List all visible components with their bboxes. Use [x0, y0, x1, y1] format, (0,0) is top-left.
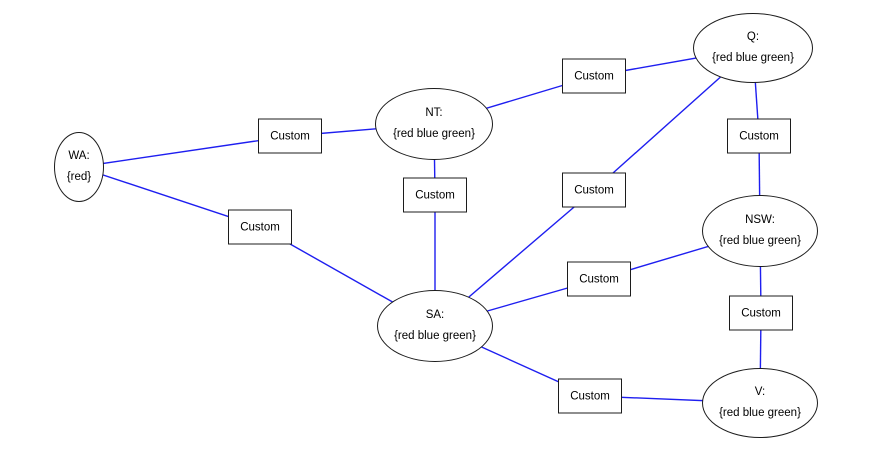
node-NT: NT: {red blue green} — [375, 88, 493, 160]
node-V: V: {red blue green} — [702, 368, 818, 438]
edge-label-text: Custom — [415, 189, 455, 201]
node-name: WA: — [68, 150, 90, 162]
edge-label-NT-Q: Custom — [562, 58, 626, 94]
edge-label-SA-V: Custom — [558, 378, 622, 414]
edge-label-text: Custom — [579, 273, 619, 285]
node-name: NSW: — [745, 214, 775, 226]
edge-label-text: Custom — [574, 70, 614, 82]
node-domain: {red blue green} — [394, 329, 476, 342]
edge-label-text: Custom — [570, 390, 610, 402]
node-domain: {red} — [66, 170, 92, 183]
node-WA: WA: {red} — [54, 132, 104, 202]
edge-label-NT-SA: Custom — [403, 177, 467, 213]
node-domain: {red blue green} — [719, 234, 801, 247]
edge-label-text: Custom — [574, 184, 614, 196]
edge-label-WA-NT: Custom — [258, 118, 322, 154]
edge-label-text: Custom — [270, 130, 310, 142]
node-SA: SA: {red blue green} — [377, 290, 493, 362]
edge-label-text: Custom — [240, 221, 280, 233]
node-name: V: — [754, 386, 766, 398]
edge-label-text: Custom — [739, 130, 779, 142]
edge-label-NSW-V: Custom — [729, 295, 793, 331]
node-domain: {red blue green} — [712, 51, 794, 64]
node-name: NT: — [425, 107, 443, 119]
edge-label-WA-SA: Custom — [228, 209, 292, 245]
edge-WA-NT — [78, 135, 291, 168]
edge-label-text: Custom — [741, 307, 781, 319]
edge-label-SA-NSW: Custom — [567, 261, 631, 297]
node-domain: {red blue green} — [393, 127, 475, 140]
edge-label-Q-SA: Custom — [562, 172, 626, 208]
node-domain: {red blue green} — [719, 406, 801, 419]
node-Q: Q: {red blue green} — [693, 13, 813, 83]
edge-label-Q-NSW: Custom — [727, 118, 791, 154]
node-name: SA: — [425, 309, 445, 321]
node-NSW: NSW: {red blue green} — [702, 195, 818, 267]
node-name: Q: — [746, 31, 760, 43]
